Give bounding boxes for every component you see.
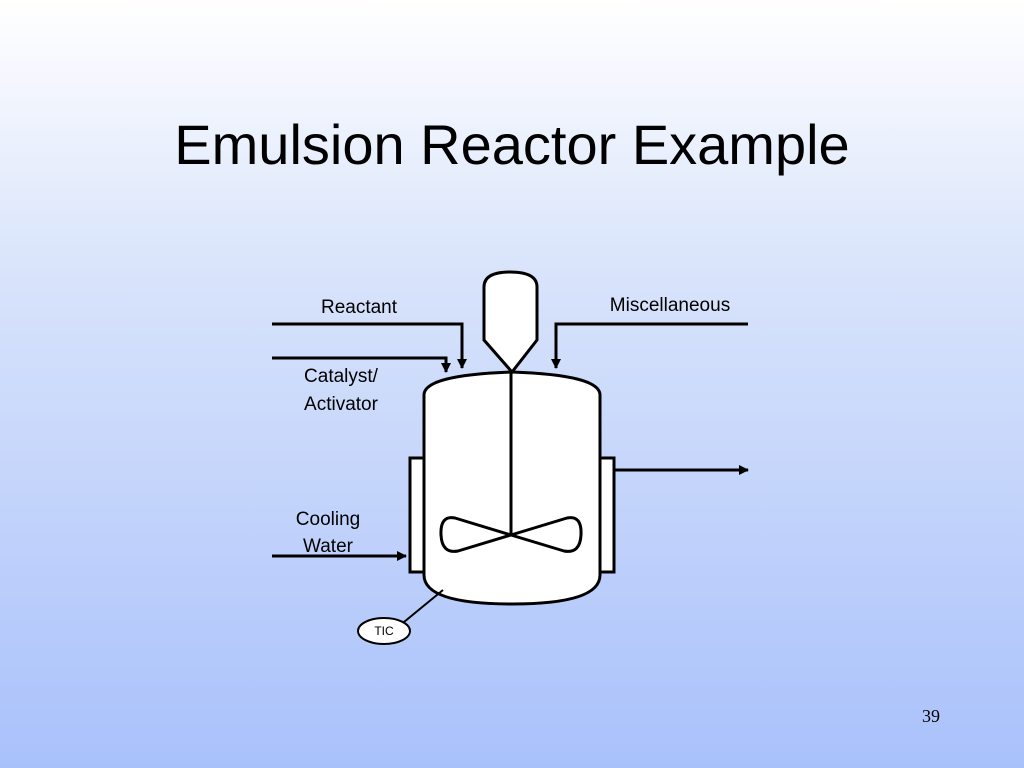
miscellaneous-label: Miscellaneous <box>610 295 730 316</box>
impeller-blade-left <box>439 516 513 553</box>
controller-connection-line <box>403 589 444 623</box>
catalyst-label-line1: Catalyst/ <box>304 366 379 387</box>
cooling-label-line2: Water <box>303 536 354 557</box>
cooling-jacket-left <box>408 456 426 574</box>
cooling-jacket-right <box>598 456 616 574</box>
impeller-blade-right <box>509 516 583 553</box>
reactant-feed-line <box>272 322 467 369</box>
catalyst-feed-line <box>272 356 451 373</box>
reactant-label: Reactant <box>321 297 398 318</box>
catalyst-label-line2: Activator <box>304 394 379 415</box>
page-number: 39 <box>922 706 940 726</box>
miscellaneous-feed-line <box>551 322 748 369</box>
tic-controller <box>357 617 411 645</box>
tic-label: TIC <box>374 624 394 638</box>
agitator-motor <box>482 270 539 375</box>
slide-title: Emulsion Reactor Example <box>174 113 850 176</box>
cooling-label-line1: Cooling <box>296 509 360 530</box>
